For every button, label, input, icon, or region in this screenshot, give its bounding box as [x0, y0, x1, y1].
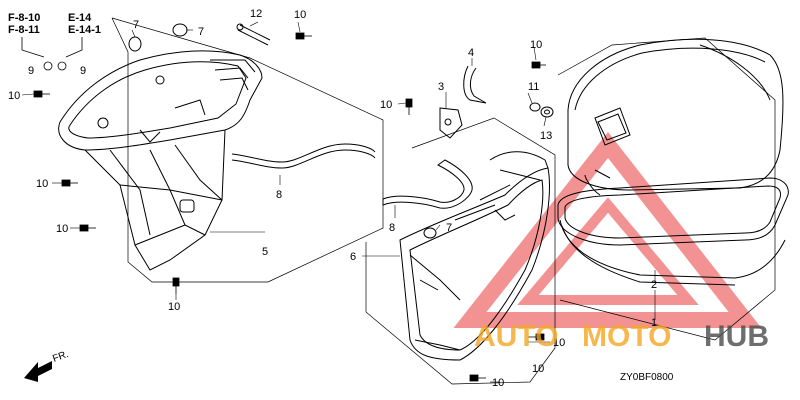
hose-part [231, 143, 376, 169]
lower-cover-part [365, 65, 556, 385]
rear-cover-part [58, 17, 384, 283]
pin-part [236, 23, 271, 46]
front-label: FR. [51, 349, 70, 365]
callout-13: 13 [540, 130, 552, 142]
callout-10-c: 10 [56, 223, 68, 235]
watermark-triangle [453, 132, 762, 328]
callout-10-j: 10 [532, 363, 544, 375]
ref-f-8-10: F-8-10 [8, 12, 40, 24]
callout-9-b: 9 [80, 65, 86, 77]
diagram-code: ZY0BF0800 [620, 372, 674, 383]
callouts: 1 2 3 4 5 6 7 7 7 8 8 9 9 10 10 10 10 10… [8, 8, 657, 389]
ref-e-14: E-14 [68, 12, 92, 24]
grommet-parts [128, 23, 437, 239]
callout-10-i: 10 [492, 377, 504, 389]
watermark-hub: HUB [704, 320, 769, 353]
leader-lines [21, 21, 656, 383]
seal-part [382, 159, 473, 209]
front-arrow: FR. [24, 349, 70, 382]
engine-cover-part [557, 37, 789, 341]
watermark-auto: AUTO [474, 320, 558, 353]
callout-10-e: 10 [294, 9, 306, 21]
callout-10-b: 10 [36, 178, 48, 190]
callout-6: 6 [350, 251, 356, 263]
callout-5: 5 [262, 246, 268, 258]
callout-12: 12 [250, 8, 262, 20]
watermark-logo: AUTO MOTO HUB [474, 320, 769, 353]
callout-9-a: 9 [28, 65, 34, 77]
callout-8-a: 8 [276, 189, 282, 201]
callout-1: 1 [651, 317, 657, 329]
callout-11: 11 [528, 81, 539, 93]
callout-7-c: 7 [446, 222, 452, 234]
watermark-moto: MOTO [582, 320, 671, 353]
callout-3: 3 [438, 81, 444, 93]
washer-parts [529, 102, 554, 118]
callout-7-a: 7 [133, 19, 139, 31]
ref-f-8-11: F-8-11 [8, 24, 40, 36]
callout-4: 4 [468, 47, 474, 59]
page-references: F-8-10 F-8-11 E-14 E-14-1 [8, 12, 101, 58]
callout-10-d: 10 [168, 301, 180, 313]
callout-8-b: 8 [389, 222, 395, 234]
callout-10-a: 10 [8, 90, 20, 102]
callout-2: 2 [651, 279, 657, 291]
ref-e-14-1: E-14-1 [68, 24, 101, 36]
callout-10-f: 10 [380, 99, 392, 111]
callout-10-h: 10 [553, 337, 565, 349]
callout-10-g: 10 [530, 39, 542, 51]
callout-7-b: 7 [198, 26, 204, 38]
